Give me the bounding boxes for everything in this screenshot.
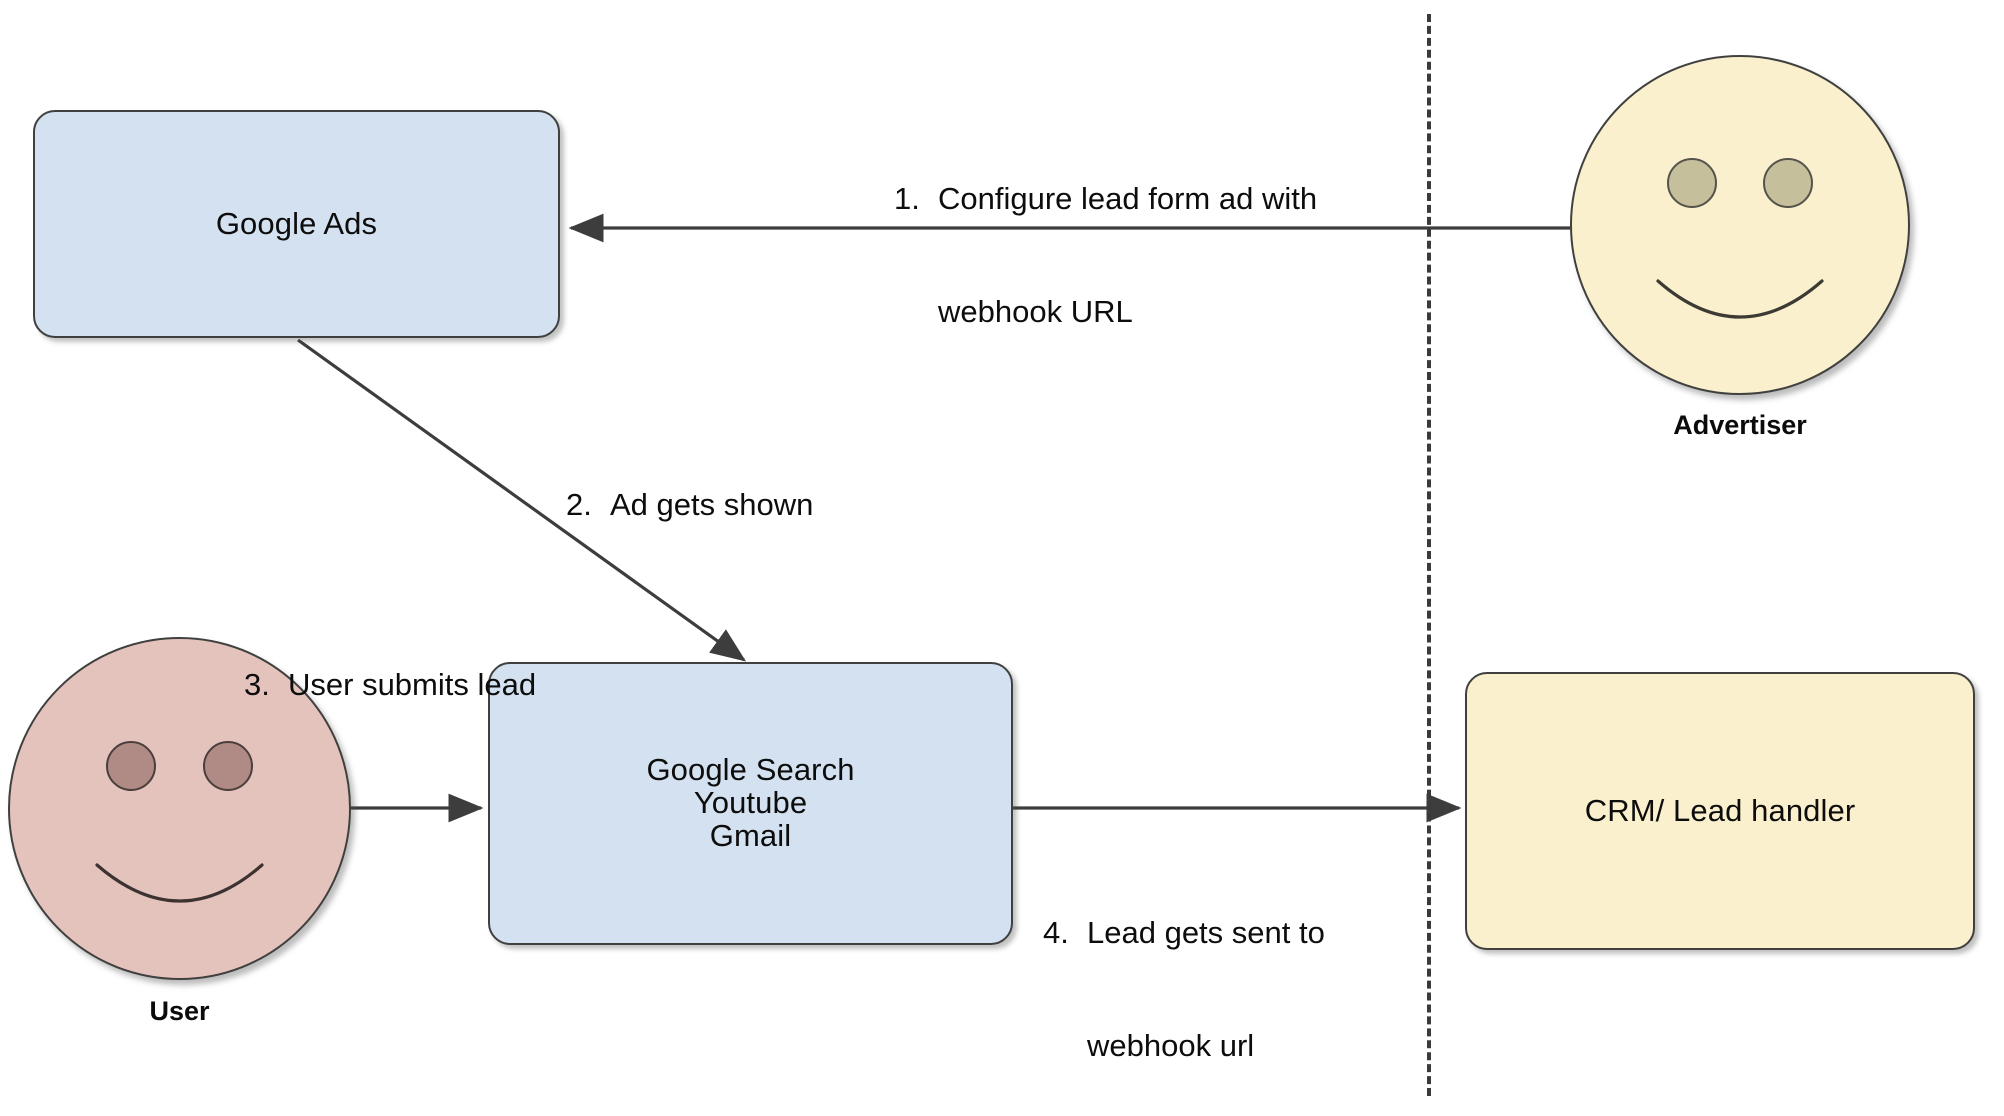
edge-label-2-number: 2. [566,486,592,522]
advertiser-smile-icon [1656,279,1824,319]
boundary-divider [1427,14,1431,1096]
actor-advertiser-caption: Advertiser [1673,410,1807,440]
edge-label-2: 2. Ad gets shown [566,410,986,599]
surface-line-youtube: Youtube [693,785,808,821]
edge-label-4-number: 4. [1043,914,1069,950]
node-google-ads[interactable]: Google Ads [33,110,560,338]
node-google-surfaces[interactable]: Google Search Youtube Gmail [488,662,1013,945]
edge-label-4-line1: 4. Lead gets sent to [1043,914,1483,952]
edge-label-1-text2: webhook URL [938,294,1133,330]
edge-label-3-text1: User submits lead [288,666,537,702]
node-crm-lead-handler[interactable]: CRM/ Lead handler [1465,672,1975,950]
advertiser-right-eye-icon [1763,158,1813,208]
actor-advertiser[interactable] [1570,55,1910,395]
edge-label-4-text1: Lead gets sent to [1087,914,1325,950]
edge-label-1-text1: Configure lead form ad with [938,180,1318,216]
surface-line-search: Google Search [646,752,855,788]
edge-label-4-text2: webhook url [1087,1028,1255,1064]
user-smile-icon [95,863,264,903]
edge-label-4: 4. Lead gets sent to webhook url [1043,838,1483,1116]
surface-line-gmail: Gmail [709,817,792,853]
user-left-eye-icon [106,741,156,791]
edge-label-1: 1. Configure lead form ad with webhook UR… [894,104,1414,407]
edge-label-3: 3. User submits lead [244,590,664,779]
actor-user-caption: User [149,996,210,1026]
edge-label-1-number: 1. [894,180,920,216]
edge-label-3-number: 3. [244,666,270,702]
user-right-eye-icon [203,741,253,791]
edge-label-1-line1: 1. Configure lead form ad with [894,180,1414,218]
node-google-ads-label: Google Ads [215,205,378,241]
edge-label-2-line1: 2. Ad gets shown [566,486,986,524]
edge-label-2-text1: Ad gets shown [610,486,814,522]
node-google-surfaces-label: Google Search Youtube Gmail [646,752,855,853]
node-crm-lead-handler-label: CRM/ Lead handler [1584,792,1856,828]
edge-label-3-line1: 3. User submits lead [244,666,664,704]
advertiser-left-eye-icon [1667,158,1717,208]
actor-user[interactable] [8,637,351,980]
